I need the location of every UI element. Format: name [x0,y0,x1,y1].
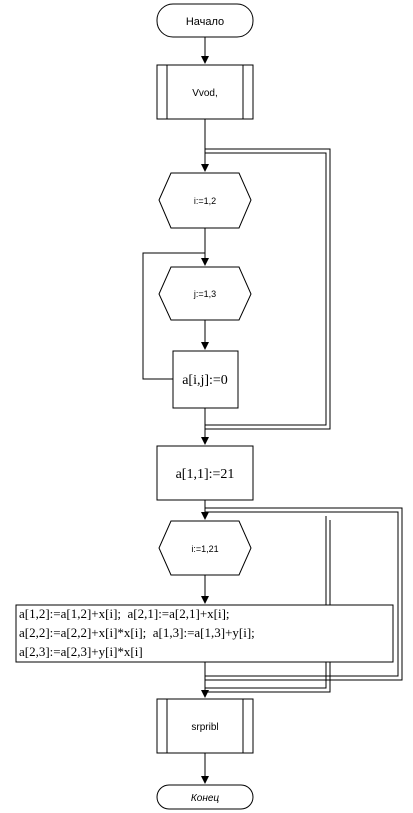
j-loop-return-line [142,252,205,380]
loop-i2-block: i:=1,21 [158,520,252,576]
loop-i1-shape [158,172,252,229]
assign-21-shape [156,445,254,501]
body-line-2: a[2,2]:=a[2,2]+x[i]*x[i]; a[1,3]:=a[1,3]… [19,625,255,640]
end-terminal: Конец [156,784,254,810]
call-block: srpribl [156,698,254,754]
i2-loop-return-outer [205,507,403,681]
loop-i2-shape [158,520,252,576]
body-shape [15,604,394,663]
assign-21-label: a[1,1]:=21 [176,467,235,482]
start-shape [156,3,254,38]
call-shape [156,698,254,754]
body-line-3: a[2,3]:=a[2,3]+y[i]*x[i] [19,644,143,659]
loop-j-label: j:=1,3 [193,289,216,299]
call-label: srpribl [191,722,218,733]
j-loop-return [142,252,205,380]
exit-line-a [205,516,327,689]
assign-zero-label: a[i,j]:=0 [182,373,228,388]
body-line-1: a[1,2]:=a[1,2]+x[i]; a[2,1]:=a[2,1]+x[i]… [19,606,230,621]
i-loop-return-inner [205,152,327,426]
input-label: Vvod, [192,88,218,99]
loop-i1-block: i:=1,2 [158,172,252,229]
loop-i1-label: i:=1,2 [194,196,216,206]
assign-zero-block: a[i,j]:=0 [172,350,239,409]
i-loop-return [204,148,331,430]
loop-exits [205,516,331,693]
i-loop-return-outer [205,148,331,430]
input-shape [156,64,254,120]
i2-loop-return-inner [205,511,399,677]
loop-j-shape [158,266,252,321]
loop-i2-label: i:=1,21 [191,544,218,554]
assign-zero-shape [172,350,239,409]
start-label: Начало [186,16,224,28]
input-block: Vvod, [156,64,254,120]
loop-j-block: j:=1,3 [158,266,252,321]
exit-line-b [205,520,331,693]
i2-loop-return [205,507,403,681]
end-shape [156,784,254,810]
start-terminal: Начало [156,3,254,38]
assign-21-block: a[1,1]:=21 [156,445,254,501]
end-label: Конец [191,793,220,804]
body-block: a[1,2]:=a[1,2]+x[i]; a[2,1]:=a[2,1]+x[i]… [15,604,394,663]
